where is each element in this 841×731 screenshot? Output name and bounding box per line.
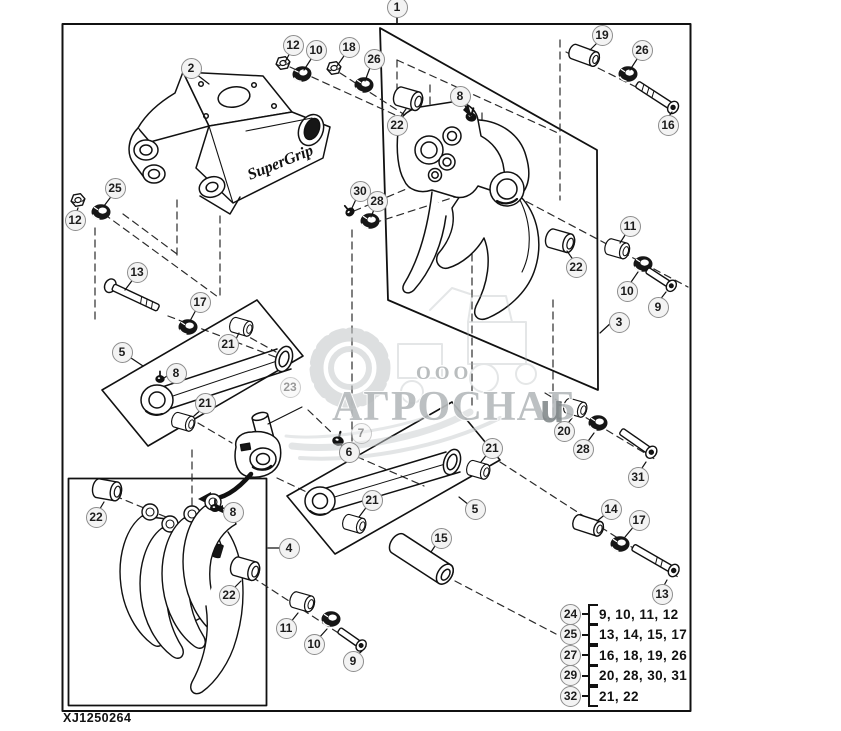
legend-bracket (588, 644, 598, 666)
callout-21: 21 (481, 437, 503, 459)
callout-5: 5 (464, 498, 486, 520)
inset-box (67, 477, 268, 707)
grouping-legend: 24 9, 10, 11, 12 25 13, 14, 15, 17 27 16… (560, 603, 688, 707)
callout-20: 20 (553, 420, 575, 442)
callout-14: 14 (600, 498, 622, 520)
background-panel (379, 27, 599, 391)
callout-10: 10 (305, 39, 327, 61)
link-panel-upper (101, 299, 304, 447)
callout-2: 2 (180, 57, 202, 79)
bolt-9c (337, 627, 367, 652)
callout-11: 11 (275, 617, 297, 639)
legend-items: 16, 18, 19, 26 (599, 647, 688, 663)
hardware-parts (69, 42, 680, 652)
callout-23: 23 (279, 376, 301, 398)
callout-7: 7 (350, 422, 372, 444)
legend-dash (582, 613, 588, 616)
callout-13: 13 (126, 261, 148, 283)
legend-items: 9, 10, 11, 12 (599, 606, 679, 622)
legend-items: 21, 22 (599, 688, 639, 704)
bolt-13a (103, 278, 160, 312)
callout-5: 5 (111, 341, 133, 363)
callout-30: 30 (349, 180, 371, 202)
legend-ref-badge: 27 (560, 644, 581, 666)
callout-17: 17 (628, 509, 650, 531)
callout-25: 25 (104, 177, 126, 199)
legend-row: 32 21, 22 (560, 685, 687, 707)
callout-22: 22 (386, 114, 408, 136)
legend-items: 13, 14, 15, 17 (599, 627, 688, 643)
legend-dash (582, 654, 588, 657)
callout-10: 10 (616, 280, 638, 302)
callout-4: 4 (278, 537, 300, 559)
callout-17: 17 (189, 291, 211, 313)
drawing-number: XJ1250264 (63, 711, 132, 725)
callout-11: 11 (619, 215, 641, 237)
bolt-16 (635, 81, 680, 115)
link-arm-lower (304, 448, 462, 516)
callout-26: 26 (631, 39, 653, 61)
legend-dash (582, 695, 588, 698)
callout-21: 21 (361, 489, 383, 511)
callout-12: 12 (64, 209, 86, 231)
callout-8: 8 (449, 85, 471, 107)
legend-dash (582, 674, 588, 677)
callout-22: 22 (218, 584, 240, 606)
legend-bracket (588, 665, 598, 687)
watermark: ООО АГРОСНАБ u (284, 287, 577, 461)
callout-1: 1 (386, 0, 408, 18)
pivot-casting-part (234, 406, 303, 478)
legend-ref-badge: 25 (560, 624, 581, 646)
callout-26: 26 (363, 48, 385, 70)
callout-22: 22 (565, 256, 587, 278)
callout-28: 28 (366, 190, 388, 212)
link-arm-upper (140, 345, 294, 416)
callout-12: 12 (282, 34, 304, 56)
legend-row: 24 9, 10, 11, 12 (560, 603, 687, 625)
legend-bracket (588, 685, 598, 707)
watermark-org-form: ООО (416, 363, 472, 384)
jaw-casting-part (396, 100, 540, 320)
callout-28: 28 (572, 438, 594, 460)
legend-bracket (588, 603, 598, 625)
bolt-31 (619, 428, 658, 459)
legend-items: 20, 28, 30, 31 (599, 668, 688, 684)
callout-21: 21 (217, 333, 239, 355)
callout-8: 8 (222, 501, 244, 523)
legend-ref-badge: 24 (560, 603, 581, 625)
callout-9: 9 (647, 296, 669, 318)
bolt-13b (631, 544, 680, 578)
callout-8: 8 (165, 362, 187, 384)
bolt-9a (645, 267, 678, 293)
legend-ref-badge: 29 (560, 665, 581, 687)
legend-dash (582, 633, 588, 636)
legend-row: 29 20, 28, 30, 31 (560, 665, 688, 687)
callout-21: 21 (194, 392, 216, 414)
callout-18: 18 (338, 36, 360, 58)
callout-13: 13 (651, 583, 673, 605)
watermark-gear-icon (309, 327, 391, 409)
legend-row: 27 16, 18, 19, 26 (560, 644, 688, 666)
callout-16: 16 (657, 114, 679, 136)
watermark-company-name: АГРОСНАБ (332, 384, 577, 430)
callout-22: 22 (85, 506, 107, 528)
legend-row: 25 13, 14, 15, 17 (560, 624, 688, 646)
callout-3: 3 (608, 311, 630, 333)
supergrip-head-part: SuperGrip (128, 71, 331, 215)
legend-ref-badge: 32 (560, 685, 581, 707)
callout-31: 31 (627, 466, 649, 488)
callout-19: 19 (591, 24, 613, 46)
legend-bracket (588, 624, 598, 646)
callout-9: 9 (342, 650, 364, 672)
watermark-machinery-sketch (397, 287, 537, 404)
callout-15: 15 (430, 527, 452, 549)
callout-6: 6 (338, 441, 360, 463)
link-panel-lower (286, 401, 501, 555)
callout-10: 10 (303, 633, 325, 655)
claw-bank-part (119, 493, 244, 695)
